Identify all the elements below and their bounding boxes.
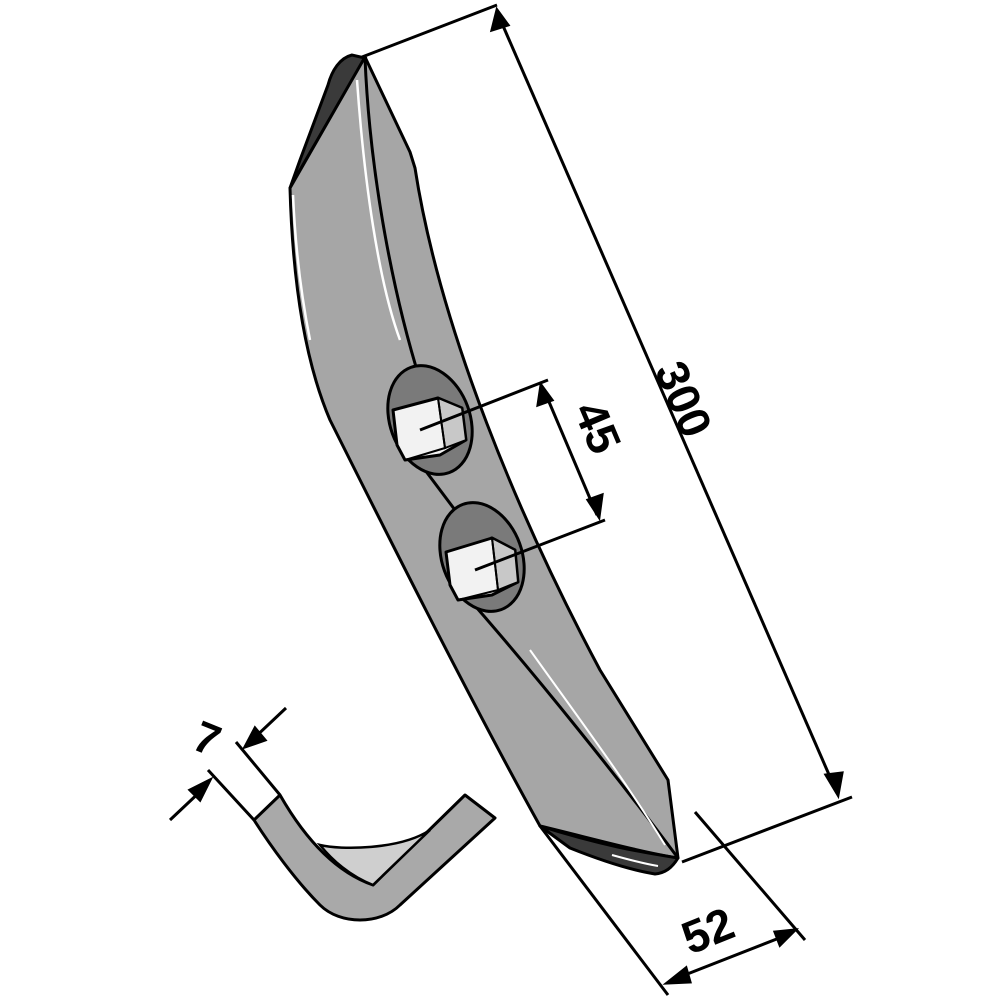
cross-section-inner — [316, 828, 431, 887]
arrowhead-icon — [772, 928, 800, 948]
cross-section-profile — [252, 793, 497, 922]
dimension-length-label: 300 — [645, 354, 723, 445]
bolt-head-edge — [445, 536, 500, 601]
blade-center-ridge — [363, 57, 422, 381]
arrowhead-icon — [662, 965, 692, 985]
dimension-width-label: 52 — [674, 897, 741, 964]
dimension-thickness-label: 7 — [186, 712, 227, 767]
blade-highlight — [611, 854, 659, 867]
blade-highlight — [477, 729, 529, 819]
blade-body — [288, 55, 680, 860]
arrowhead-icon — [187, 776, 214, 803]
blade-highlight — [355, 79, 402, 341]
cross-section — [252, 793, 497, 922]
blade-center-ridge-mid — [423, 469, 457, 511]
bolt-lower — [438, 501, 526, 613]
dimension-hole-spacing-label: 45 — [564, 394, 632, 461]
dimension-width — [538, 811, 807, 996]
dimension-thickness — [168, 706, 288, 822]
arrowhead-icon — [241, 725, 268, 750]
blade-bottom-bevel — [538, 824, 680, 876]
blade — [288, 53, 680, 876]
dimension-length — [361, 3, 853, 864]
arrowhead-icon — [585, 492, 604, 522]
blade-highlight — [454, 689, 521, 801]
dimension-hole-spacing — [419, 378, 606, 572]
blade-highlight — [529, 649, 666, 846]
arrowhead-icon — [489, 6, 511, 33]
arrowhead-icon — [536, 381, 555, 408]
blade-highlight — [291, 194, 312, 341]
arrowhead-icon — [823, 771, 844, 800]
